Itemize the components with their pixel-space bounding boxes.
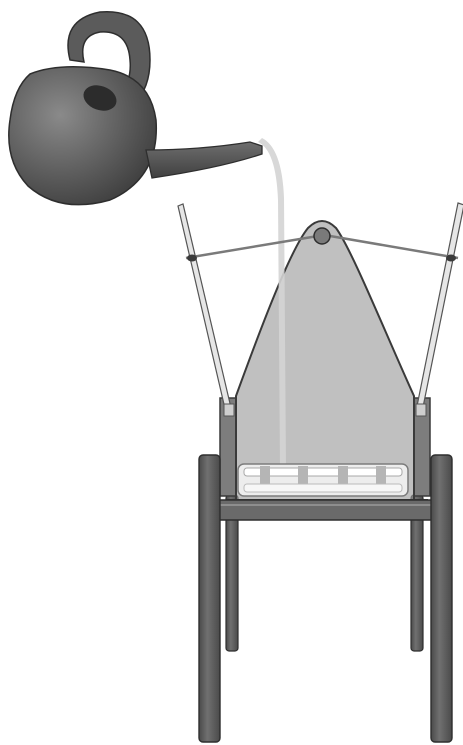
stand-frame [212, 500, 438, 520]
watering-can-icon [9, 12, 262, 205]
cover-knob [314, 228, 330, 244]
pyramid-cover [236, 221, 414, 500]
seed-tray [238, 464, 408, 496]
